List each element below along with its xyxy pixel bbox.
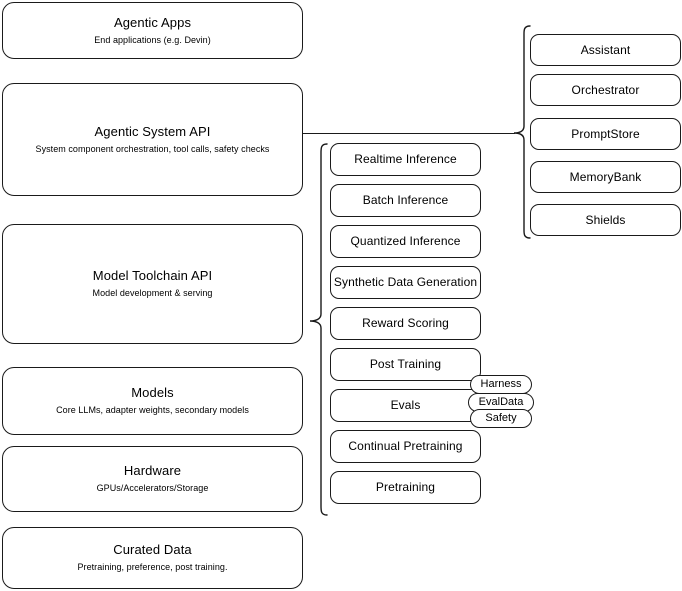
layer-box-agentic-apps[interactable]: Agentic Apps End applications (e.g. Devi… — [2, 2, 303, 59]
capability-label: Realtime Inference — [354, 152, 457, 166]
layer-subtitle: Pretraining, preference, post training. — [77, 562, 228, 572]
capability-box-continual-pretraining[interactable]: Continual Pretraining — [330, 430, 481, 463]
layer-box-agentic-system-api[interactable]: Agentic System API System component orch… — [2, 83, 303, 196]
capability-box-post-training[interactable]: Post Training — [330, 348, 481, 381]
capability-box-evals[interactable]: Evals — [330, 389, 481, 422]
eval-pill-label: EvalData — [478, 396, 524, 408]
system-component-label: Assistant — [580, 42, 631, 57]
layer-subtitle: GPUs/Accelerators/Storage — [96, 483, 209, 493]
layer-subtitle: Core LLMs, adapter weights, secondary mo… — [56, 405, 249, 415]
capability-label: Reward Scoring — [362, 316, 449, 330]
layer-subtitle: System component orchestration, tool cal… — [35, 143, 270, 154]
capability-box-reward-scoring[interactable]: Reward Scoring — [330, 307, 481, 340]
system-component-label: PromptStore — [571, 126, 640, 141]
layer-title: Agentic Apps — [113, 14, 192, 30]
capability-box-quantized-inference[interactable]: Quantized Inference — [330, 225, 481, 258]
capability-label: Pretraining — [375, 480, 436, 494]
system-component-label: Orchestrator — [571, 82, 640, 97]
layer-title: Model Toolchain API — [92, 268, 213, 283]
capability-label: Post Training — [369, 357, 442, 371]
layer-title: Agentic System API — [94, 123, 211, 139]
capability-label: Batch Inference — [362, 193, 449, 207]
system-component-box-promptstore[interactable]: PromptStore — [530, 118, 681, 150]
system-component-box-assistant[interactable]: Assistant — [530, 34, 681, 66]
eval-pill-label: Harness — [480, 378, 522, 390]
eval-pill-safety[interactable]: Safety — [470, 409, 532, 428]
layer-title: Curated Data — [113, 542, 192, 557]
layer-subtitle: Model development & serving — [92, 288, 213, 298]
capability-label: Evals — [390, 398, 421, 412]
system-component-label: MemoryBank — [569, 169, 642, 184]
layer-box-curated-data[interactable]: Curated Data Pretraining, preference, po… — [2, 527, 303, 589]
eval-pill-evaldata[interactable]: EvalData — [468, 393, 534, 412]
layer-title: Models — [131, 385, 174, 400]
capability-box-realtime-inference[interactable]: Realtime Inference — [330, 143, 481, 176]
system-components-brace — [510, 22, 534, 242]
capability-box-synthetic-data-generation[interactable]: Synthetic Data Generation — [330, 266, 481, 299]
capability-label: Quantized Inference — [350, 234, 461, 248]
capability-box-batch-inference[interactable]: Batch Inference — [330, 184, 481, 217]
system-component-label: Shields — [585, 212, 626, 227]
system-component-box-orchestrator[interactable]: Orchestrator — [530, 74, 681, 106]
system-component-box-shields[interactable]: Shields — [530, 204, 681, 236]
capability-label: Synthetic Data Generation — [333, 275, 478, 289]
layer-title: Hardware — [123, 463, 182, 478]
layer-box-model-toolchain-api[interactable]: Model Toolchain API Model development & … — [2, 224, 303, 344]
system-component-box-memorybank[interactable]: MemoryBank — [530, 161, 681, 193]
toolchain-capabilities-brace — [307, 140, 331, 520]
eval-pill-label: Safety — [485, 412, 517, 424]
eval-pill-harness[interactable]: Harness — [470, 375, 532, 394]
capability-label: Continual Pretraining — [348, 439, 463, 453]
system-api-connector-line — [303, 133, 515, 134]
layer-box-hardware[interactable]: Hardware GPUs/Accelerators/Storage — [2, 446, 303, 512]
layer-box-models[interactable]: Models Core LLMs, adapter weights, secon… — [2, 367, 303, 435]
capability-box-pretraining[interactable]: Pretraining — [330, 471, 481, 504]
layer-subtitle: End applications (e.g. Devin) — [94, 34, 211, 45]
